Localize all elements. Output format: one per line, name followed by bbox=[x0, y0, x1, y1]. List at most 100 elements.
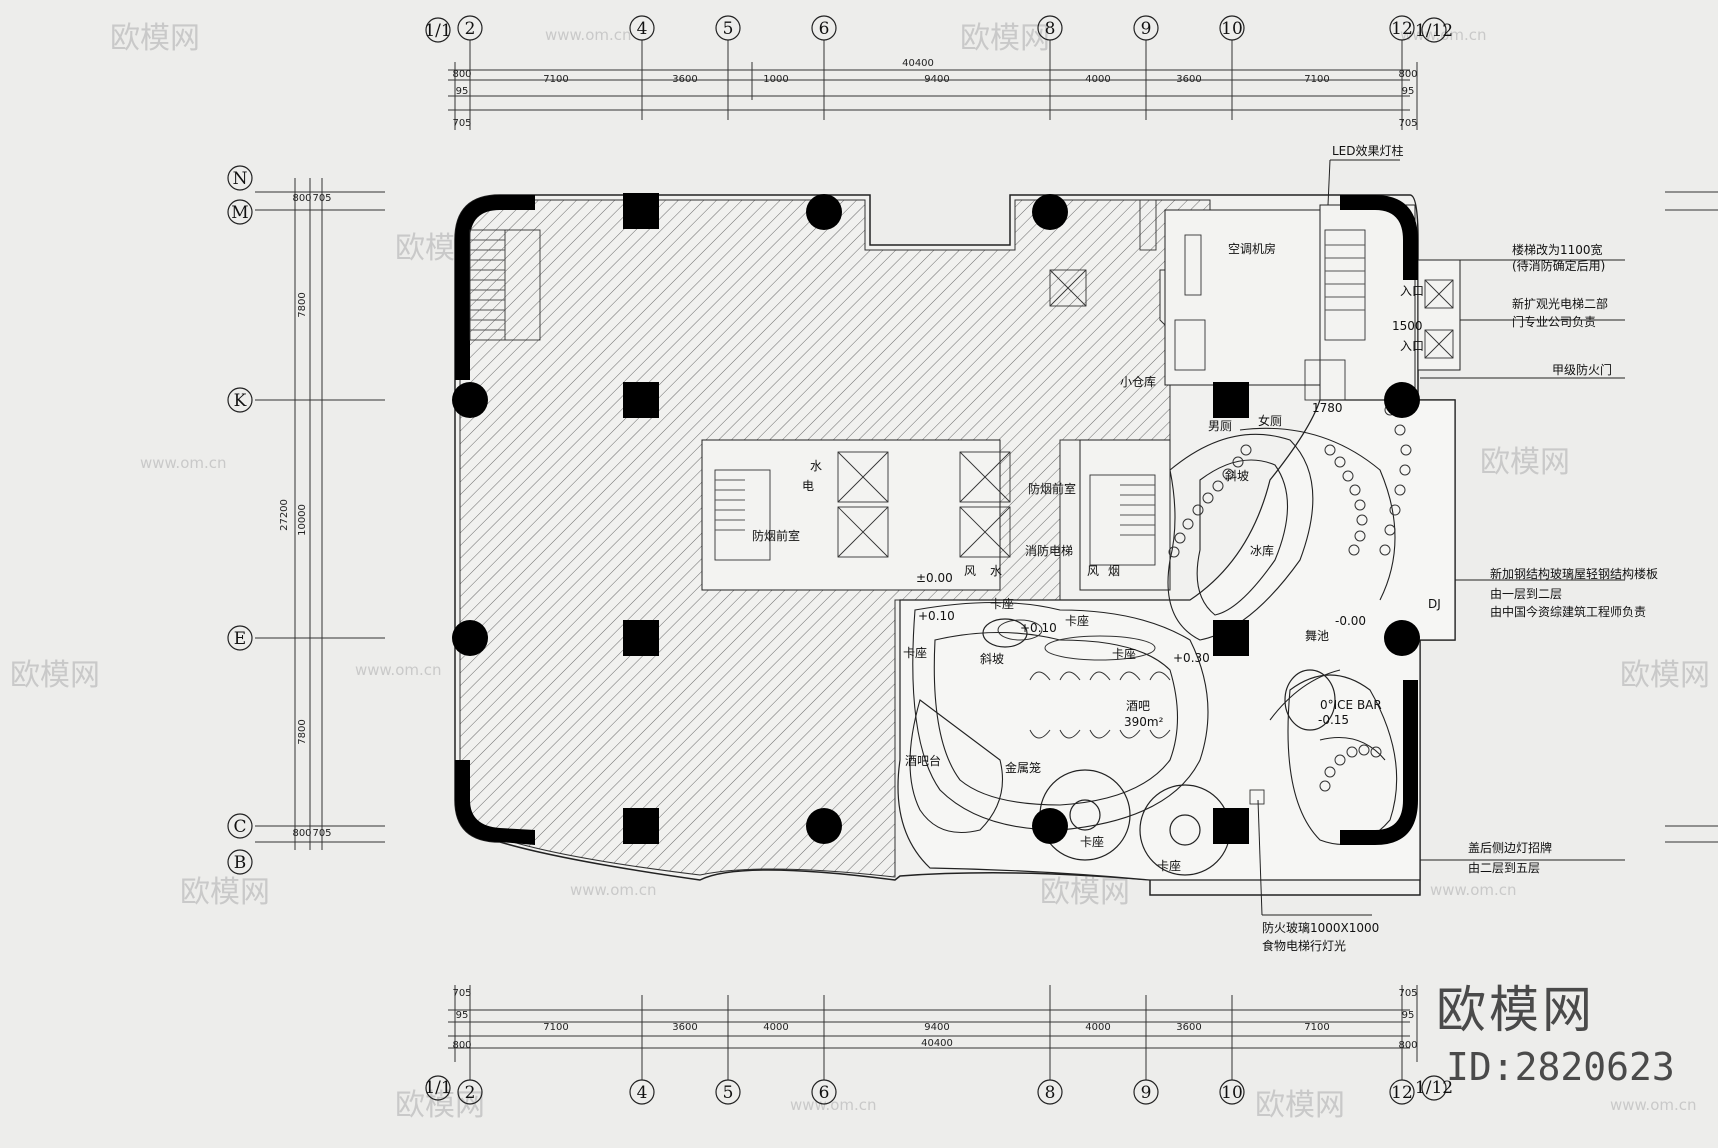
room-ramp-2: 斜坡 bbox=[980, 652, 1004, 666]
room-ice: 冰库 bbox=[1250, 543, 1274, 558]
grid-row: M bbox=[231, 203, 248, 223]
grid-col: 12 bbox=[1391, 1083, 1413, 1103]
watermark-url: www.om.cn bbox=[1610, 1096, 1697, 1114]
left-edge: 705 bbox=[312, 828, 331, 839]
top-edge: 705 bbox=[452, 118, 471, 129]
watermark-url: www.om.cn bbox=[570, 881, 657, 899]
room-labels: 防烟前室 防烟前室 消防电梯 水 电 风 水 风 烟 空调机房 小仓库 男厕 女… bbox=[752, 241, 1441, 873]
watermark-brand: 欧模网 bbox=[1620, 658, 1710, 693]
grid-col: 2 bbox=[465, 1083, 476, 1103]
room-booth: 卡座 bbox=[903, 645, 927, 660]
room-ramp-1: 斜坡 bbox=[1225, 469, 1249, 483]
bar-contours bbox=[909, 427, 1398, 846]
top-edge: 95 bbox=[456, 86, 469, 97]
note-glass-1: 新加钢结构玻璃屋轻钢结构楼板 bbox=[1490, 566, 1658, 581]
bottom-dimension bbox=[448, 985, 1418, 1080]
note-glass-2: 由一层到二层 bbox=[1490, 587, 1562, 601]
room-elec: 电 bbox=[802, 479, 814, 493]
leader-lines bbox=[1257, 159, 1625, 916]
watermark-url: www.om.cn bbox=[545, 26, 632, 44]
note-led: LED效果灯柱 bbox=[1332, 143, 1404, 158]
grid-col: 4 bbox=[637, 19, 648, 39]
bar-seats bbox=[997, 619, 1171, 739]
watermark-brand: 欧模网 bbox=[395, 1088, 485, 1123]
grid-col: 1/1 bbox=[424, 21, 451, 41]
note-light-1: 盖后侧边灯招牌 bbox=[1468, 841, 1552, 855]
room-booth: 卡座 bbox=[990, 596, 1014, 611]
note-fire-glass-2: 食物电梯行灯光 bbox=[1262, 938, 1346, 953]
watermark-brand: 欧模网 bbox=[110, 21, 200, 56]
left-seg: 7800 bbox=[297, 719, 308, 744]
bottom-seg: 3600 bbox=[1176, 1022, 1201, 1033]
top-grid-bubbles bbox=[425, 15, 1447, 43]
room-women: 女厕 bbox=[1258, 413, 1282, 428]
room-dance: 舞池 bbox=[1305, 629, 1329, 643]
note-stair-1: 楼梯改为1100宽 bbox=[1512, 242, 1603, 257]
room-dj: DJ bbox=[1428, 597, 1441, 611]
watermark-brand: 欧模网 bbox=[1040, 875, 1130, 910]
watermark-brand: 欧模网 bbox=[1480, 445, 1570, 480]
room-ice-bar: 0°ICE BAR bbox=[1320, 698, 1382, 712]
bottom-grid-labels: 1/1 2 4 5 6 8 9 10 12 1/12 bbox=[424, 1078, 1453, 1103]
room-entry-1: 入口 bbox=[1400, 284, 1424, 298]
level-m000: -0.00 bbox=[1335, 614, 1366, 628]
room-kitchen: 酒吧台 bbox=[905, 753, 941, 768]
bottom-dimension-labels: 7100 3600 4000 9400 4000 3600 7100 800 8… bbox=[452, 988, 1417, 1051]
grid-row: E bbox=[234, 629, 246, 649]
building-outline bbox=[454, 194, 1461, 896]
watermark-brand-large: 欧模网 bbox=[1436, 981, 1595, 1039]
left-dimension bbox=[255, 178, 1718, 850]
grid-col: 6 bbox=[819, 1083, 830, 1103]
left-dimension-labels: 27200 800 7800 10000 7800 800 705 705 bbox=[279, 193, 332, 839]
top-seg: 7100 bbox=[543, 74, 568, 85]
room-men: 男厕 bbox=[1208, 419, 1232, 433]
note-fire-glass-1: 防火玻璃1000X1000 bbox=[1262, 920, 1379, 935]
top-seg: 800 bbox=[1398, 69, 1417, 80]
room-entry-2: 入口 bbox=[1400, 339, 1424, 353]
left-seg: 10000 bbox=[297, 504, 308, 536]
annotations: LED效果灯柱 楼梯改为1100宽 (待消防确定后用) 新扩观光电梯二部 门专业… bbox=[1262, 143, 1658, 953]
dim-1500: 1500 bbox=[1392, 319, 1423, 333]
watermark-brand: 欧模网 bbox=[1255, 1088, 1345, 1123]
grid-row: B bbox=[234, 853, 247, 873]
top-seg: 1000 bbox=[763, 74, 788, 85]
bottom-edge: 95 bbox=[1402, 1010, 1415, 1021]
grid-col: 1/12 bbox=[1415, 21, 1453, 41]
room-area: 390m² bbox=[1124, 715, 1164, 729]
left-seg: 800 bbox=[292, 193, 311, 204]
dim-1780: 1780 bbox=[1312, 401, 1343, 415]
grid-col: 5 bbox=[723, 19, 734, 39]
room-fire-elevator: 消防电梯 bbox=[1025, 543, 1073, 558]
columns bbox=[452, 193, 1420, 845]
note-elev-2: 门专业公司负责 bbox=[1512, 314, 1596, 329]
room-hvac: 空调机房 bbox=[1228, 241, 1276, 256]
room-wind: 风 bbox=[964, 564, 976, 578]
grid-col: 1/1 bbox=[424, 1078, 451, 1098]
watermark-url: www.om.cn bbox=[355, 661, 442, 679]
grid-col: 6 bbox=[819, 19, 830, 39]
stairs-core bbox=[469, 199, 1454, 805]
bottom-total: 40400 bbox=[921, 1038, 953, 1049]
bottom-seg: 800 bbox=[452, 1040, 471, 1051]
room-booth: 卡座 bbox=[1080, 834, 1104, 849]
grid-col: 12 bbox=[1391, 19, 1413, 39]
level-marks: ±0.00 +0.10 +0.10 +0.30 -0.00 -0.15 1500… bbox=[916, 319, 1423, 727]
room-booth: 卡座 bbox=[1157, 858, 1181, 873]
room-booth: 卡座 bbox=[1112, 646, 1136, 661]
room-wind-2: 风 bbox=[1087, 564, 1099, 578]
grid-col: 4 bbox=[637, 1083, 648, 1103]
top-seg: 800 bbox=[452, 69, 471, 80]
bottom-seg: 4000 bbox=[1085, 1022, 1110, 1033]
watermark-url: www.om.cn bbox=[140, 454, 227, 472]
bottom-edge: 705 bbox=[452, 988, 471, 999]
room-water-2: 水 bbox=[990, 564, 1002, 578]
top-dimension bbox=[448, 40, 1418, 130]
level-m015: -0.15 bbox=[1318, 713, 1349, 727]
note-elev-1: 新扩观光电梯二部 bbox=[1512, 296, 1608, 311]
grid-col: 10 bbox=[1221, 19, 1243, 39]
top-grid-labels: 1/1 2 4 5 6 8 9 10 12 1/12 bbox=[424, 19, 1453, 41]
room-water: 水 bbox=[810, 459, 822, 473]
watermark-brand: 欧模网 bbox=[960, 21, 1050, 56]
